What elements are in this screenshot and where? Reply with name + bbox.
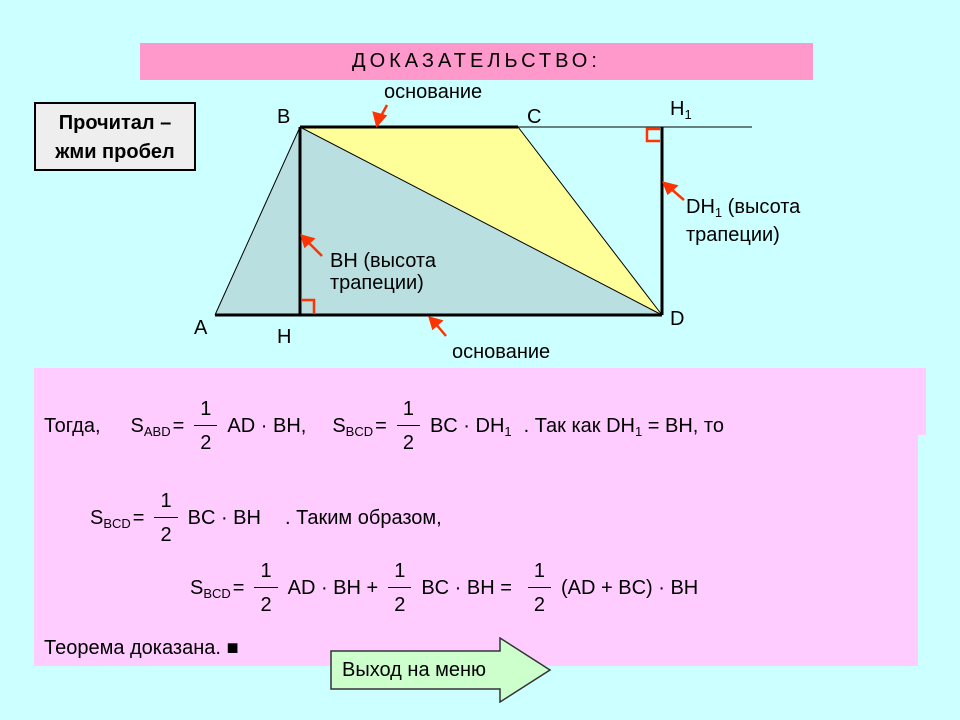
label-dh1-height: DH1 (высота трапеции)	[686, 196, 800, 246]
s-bcd: SBCD	[332, 415, 373, 439]
conclusion: Теорема доказана. ■	[44, 637, 239, 659]
denominator: 2	[396, 425, 420, 455]
side-cd	[517, 126, 663, 316]
read-button-line2: жми пробел	[55, 141, 175, 163]
arrow-dh1-head	[661, 181, 679, 196]
s-letter: S	[90, 506, 104, 529]
label-point-d: D	[670, 308, 685, 330]
numerator: 1	[200, 398, 212, 420]
bcd-sub: BCD	[345, 423, 374, 439]
numerator: 1	[402, 398, 414, 420]
numerator: 1	[394, 560, 406, 582]
read-button-line1: Прочитал –	[58, 112, 172, 134]
s-bcd: SBCD	[90, 507, 131, 531]
s-abd: SABD	[131, 415, 171, 439]
diagonal-bd	[299, 126, 663, 316]
numerator: 1	[160, 490, 172, 512]
h1-letter: H	[670, 98, 685, 120]
label-point-h: H	[277, 326, 292, 348]
h1-subscript: 1	[684, 107, 692, 122]
thus-text: . Таким образом,	[284, 507, 442, 529]
since-text: . Так как DH1 = BH, то	[524, 415, 724, 439]
bh-label-line2: трапеции)	[330, 272, 424, 294]
s-bcd: SBCD	[190, 577, 231, 601]
s-letter: S	[190, 576, 204, 599]
ad-bh-plus: AD · BH +	[287, 577, 379, 599]
triangle-abd	[215, 127, 662, 315]
numerator: 1	[260, 560, 272, 582]
equals: =	[232, 577, 245, 599]
dh1-label-line2: трапеции)	[686, 224, 780, 246]
bcd-sub: BCD	[103, 515, 131, 531]
s-letter: S	[332, 414, 346, 437]
label-point-c: C	[527, 106, 542, 128]
dh1-label-line1: DH1 (высота	[686, 196, 800, 224]
arrow-shape-icon	[330, 636, 552, 704]
dh1-sub: 1	[714, 205, 723, 220]
denominator: 2	[527, 587, 552, 617]
right-angle-h1	[645, 127, 660, 143]
side-ab	[214, 126, 301, 316]
exit-button-label: Выход на меню	[342, 659, 487, 681]
arrow-bh-head	[300, 234, 316, 249]
ad-bh: AD · BH,	[227, 415, 307, 437]
then-text: Тогда,	[44, 415, 101, 437]
bc-dh1: BC · DH1	[430, 415, 512, 439]
dh1-rest: (высота	[722, 196, 801, 218]
label-base-top: основание	[384, 81, 483, 103]
bh-label-line1: BH (высота	[330, 250, 436, 272]
label-bh-height: BH (высота трапеции)	[330, 250, 436, 294]
proof-panel	[34, 435, 918, 666]
bc-dh-text: BC · DH	[429, 414, 505, 437]
arrow-ad-head	[428, 316, 444, 331]
denominator: 2	[194, 425, 218, 455]
equals: =	[375, 415, 387, 437]
bc-bh: BC · BH	[187, 507, 261, 529]
since-sub: 1	[635, 423, 643, 439]
numerator: 1	[533, 560, 546, 582]
right-angle-h	[302, 298, 316, 313]
arrow-bc-head	[372, 111, 388, 128]
abd-sub: ABD	[143, 423, 171, 439]
read-press-space-button[interactable]: Прочитал – жми пробел	[34, 102, 196, 171]
s-letter: S	[130, 414, 144, 437]
proof-panel-top	[34, 368, 926, 435]
label-point-b: B	[277, 106, 291, 128]
since-prefix: . Так как DH	[523, 414, 635, 437]
bc-bh-equals: BC · BH =	[421, 577, 512, 599]
denominator: 2	[388, 587, 412, 617]
denominator: 2	[154, 517, 178, 547]
label-point-h1: H1	[670, 98, 692, 126]
bcd-sub: BCD	[203, 585, 231, 601]
since-rest: = BH, то	[642, 414, 724, 437]
slide-title: ДОКАЗАТЕЛЬСТВО:	[140, 43, 813, 80]
dh1-prefix: DH	[686, 196, 715, 218]
dh-sub: 1	[504, 423, 512, 439]
equals: =	[132, 507, 145, 529]
label-base-bottom: основание	[452, 341, 551, 363]
label-point-a: A	[194, 317, 208, 339]
exit-to-menu-button[interactable]: Выход на меню	[330, 636, 552, 704]
denominator: 2	[254, 587, 278, 617]
sum-times-bh: (AD + BC) · BH	[561, 577, 699, 599]
equals: =	[172, 415, 185, 437]
